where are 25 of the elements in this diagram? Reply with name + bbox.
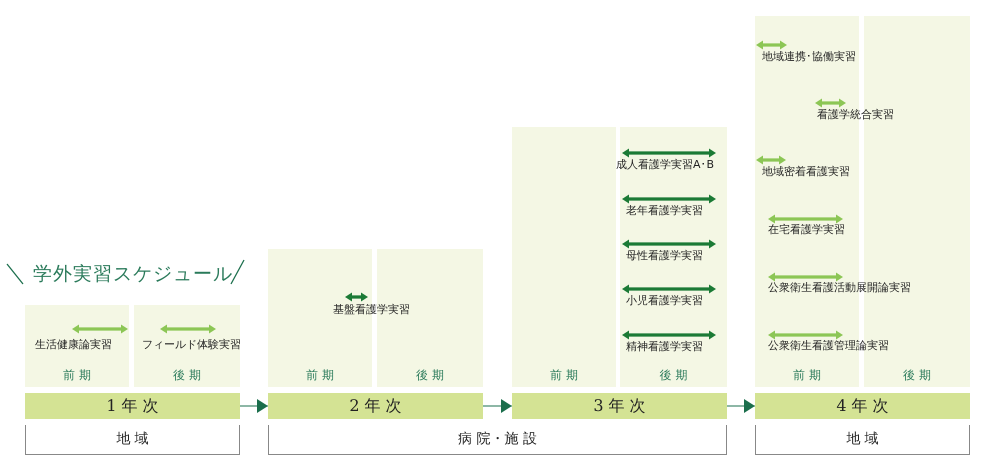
- year-bar: 1 年 次: [25, 393, 240, 419]
- year-bar: 3 年 次: [512, 393, 727, 419]
- arrow: [726, 399, 756, 413]
- practicum-label: 在宅看護学実習: [768, 223, 845, 237]
- semester-panel: 前 期: [512, 127, 616, 387]
- practicum-label: フィールド体験実習: [142, 338, 241, 352]
- practicum-label: 精神看護学実習: [626, 340, 703, 354]
- practicum-label: 老年看護学実習: [626, 204, 703, 218]
- heading: 学外実習スケジュール: [33, 262, 233, 287]
- arrow: [482, 399, 512, 413]
- practicum-label: 地域密着看護実習: [762, 165, 850, 179]
- practicum-label: 小児看護学実習: [626, 294, 703, 308]
- area-bracket: 病 院・施 設: [268, 425, 727, 455]
- area-bracket: 地 域: [755, 425, 970, 455]
- practicum-label: 生活健康論実習: [35, 338, 112, 352]
- practicum-label: 地域連携･協働実習: [762, 50, 856, 64]
- arrow: [240, 399, 268, 413]
- practicum-label: 公衆衛生看護活動展開論実習: [768, 281, 911, 295]
- practicum-label: 公衆衛生看護管理論実習: [768, 339, 889, 353]
- practicum-label: 看護学統合実習: [817, 108, 894, 122]
- area-bracket: 地 域: [25, 425, 240, 455]
- practicum-label: 母性看護学実習: [626, 249, 703, 263]
- year-bar: 2 年 次: [268, 393, 483, 419]
- practicum-label: 基盤看護学実習: [333, 303, 410, 317]
- year-bar: 4 年 次: [755, 393, 970, 419]
